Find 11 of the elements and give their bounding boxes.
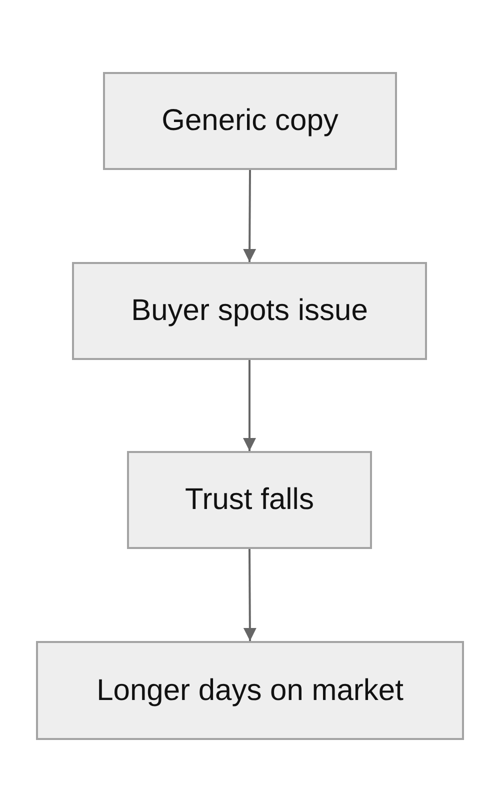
process-box — [103, 72, 397, 170]
box-label: Generic copy — [160, 103, 340, 139]
process-box — [36, 641, 464, 740]
arrow — [243, 360, 256, 451]
box-label: Buyer spots issue — [130, 293, 369, 329]
process-box — [72, 262, 427, 360]
arrow — [243, 170, 256, 262]
process-box — [127, 451, 372, 549]
arrow — [243, 549, 256, 641]
box-label: Longer days on market — [96, 672, 404, 708]
box-label: Trust falls — [184, 482, 315, 518]
